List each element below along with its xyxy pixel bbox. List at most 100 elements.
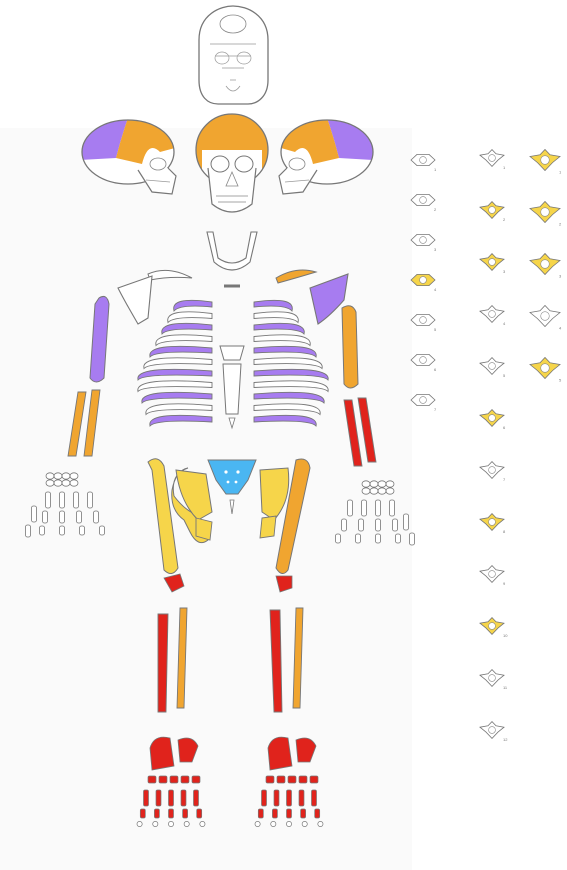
rib-left — [138, 369, 212, 380]
vertebral-foramen — [420, 317, 427, 324]
carpal — [386, 488, 394, 494]
phalanx — [362, 500, 367, 516]
right-tibia — [270, 610, 282, 712]
rib-right — [254, 335, 310, 346]
vertebral-foramen — [489, 311, 496, 318]
phalanx — [60, 492, 65, 508]
foot-phalanx — [169, 809, 174, 818]
skull-anterior-view — [195, 112, 270, 212]
phalanx — [60, 526, 65, 535]
vertebral-foramen — [420, 277, 427, 284]
distal-phalanx — [153, 821, 158, 826]
left-radius — [68, 392, 86, 456]
vertebral-foramen — [420, 157, 427, 164]
vertebra-number: 7 — [434, 407, 437, 412]
foot-phalanx — [156, 790, 161, 806]
carpal — [54, 480, 62, 486]
rib-left — [150, 415, 212, 426]
phalanx — [77, 511, 82, 523]
left-fibula — [177, 608, 187, 708]
calcaneus — [268, 737, 292, 770]
left-hand — [26, 473, 105, 537]
tarsal — [192, 776, 200, 783]
vertebral-foramen — [489, 571, 496, 578]
vertebra-number: 6 — [503, 425, 506, 430]
phalanx — [356, 534, 361, 543]
left-patella — [164, 574, 184, 592]
distal-phalanx — [184, 821, 189, 826]
foot-phalanx — [287, 809, 292, 818]
right-ischium — [260, 516, 276, 538]
rib-right — [254, 381, 328, 392]
right-radius — [344, 400, 362, 466]
vertebral-foramen — [541, 208, 550, 217]
vertebra-number: 12 — [503, 737, 508, 742]
right-patella — [276, 576, 292, 592]
left-humerus — [90, 296, 109, 382]
phalanx — [376, 500, 381, 516]
vertebra-number: 4 — [503, 321, 506, 326]
carpal — [62, 480, 70, 486]
vertebra-number: 5 — [434, 327, 437, 332]
vertebral-foramen — [420, 237, 427, 244]
phalanx — [46, 492, 51, 508]
carpal — [378, 488, 386, 494]
vertebra-number: 3 — [434, 247, 437, 252]
foot-phalanx — [183, 809, 188, 818]
tarsal — [266, 776, 274, 783]
skull-superior-view — [199, 6, 268, 104]
foot-phalanx — [169, 790, 174, 806]
vertebral-foramen — [489, 727, 496, 734]
right-foot — [255, 737, 323, 826]
vertebral-foramen — [489, 519, 496, 526]
rib-right — [254, 323, 304, 334]
vertebra-number: 4 — [434, 287, 437, 292]
vertebra-number: 2 — [434, 207, 437, 212]
phalanx — [376, 519, 381, 531]
distal-phalanx — [286, 821, 291, 826]
carpal — [370, 488, 378, 494]
foot-phalanx — [140, 809, 145, 818]
vertebra-number: 3 — [559, 274, 562, 279]
phalanx — [43, 511, 48, 523]
left-ulna — [84, 390, 100, 456]
vertebra-number: 1 — [503, 165, 506, 170]
foot-phalanx — [299, 790, 304, 806]
thoracic-vertebrae: 123456789101112 — [480, 150, 508, 742]
foot-phalanx — [315, 809, 320, 818]
vertebra-number: 5 — [503, 373, 506, 378]
tarsal — [181, 776, 189, 783]
phalanx — [80, 526, 85, 535]
phalanx — [376, 534, 381, 543]
carpal — [54, 473, 62, 479]
rib-right — [254, 392, 324, 403]
rib-right — [254, 404, 320, 415]
phalanx — [74, 492, 79, 508]
skull-right-lateral-view — [279, 118, 381, 194]
vertebra-number: 7 — [503, 477, 506, 482]
skull-left-lateral-view — [80, 118, 180, 194]
vertebral-foramen — [489, 207, 496, 214]
phalanx — [100, 526, 105, 535]
carpal — [378, 481, 386, 487]
phalanx — [88, 492, 93, 508]
vertebral-foramen — [489, 415, 496, 422]
foot-phalanx — [301, 809, 306, 818]
vertebra-number: 5 — [559, 378, 562, 383]
distal-phalanx — [302, 821, 307, 826]
rib-left — [144, 358, 212, 369]
carpal — [370, 481, 378, 487]
foot-phalanx — [262, 790, 267, 806]
right-clavicle — [276, 270, 316, 283]
left-scapula — [118, 276, 152, 324]
rib-left — [138, 381, 212, 392]
distal-phalanx — [255, 821, 260, 826]
calcaneus — [150, 737, 174, 770]
rib-left — [146, 404, 212, 415]
foot-phalanx — [287, 790, 292, 806]
foot-phalanx — [197, 809, 202, 818]
foot-phalanx — [258, 809, 263, 818]
distal-phalanx — [137, 821, 142, 826]
left-foot — [137, 737, 205, 826]
